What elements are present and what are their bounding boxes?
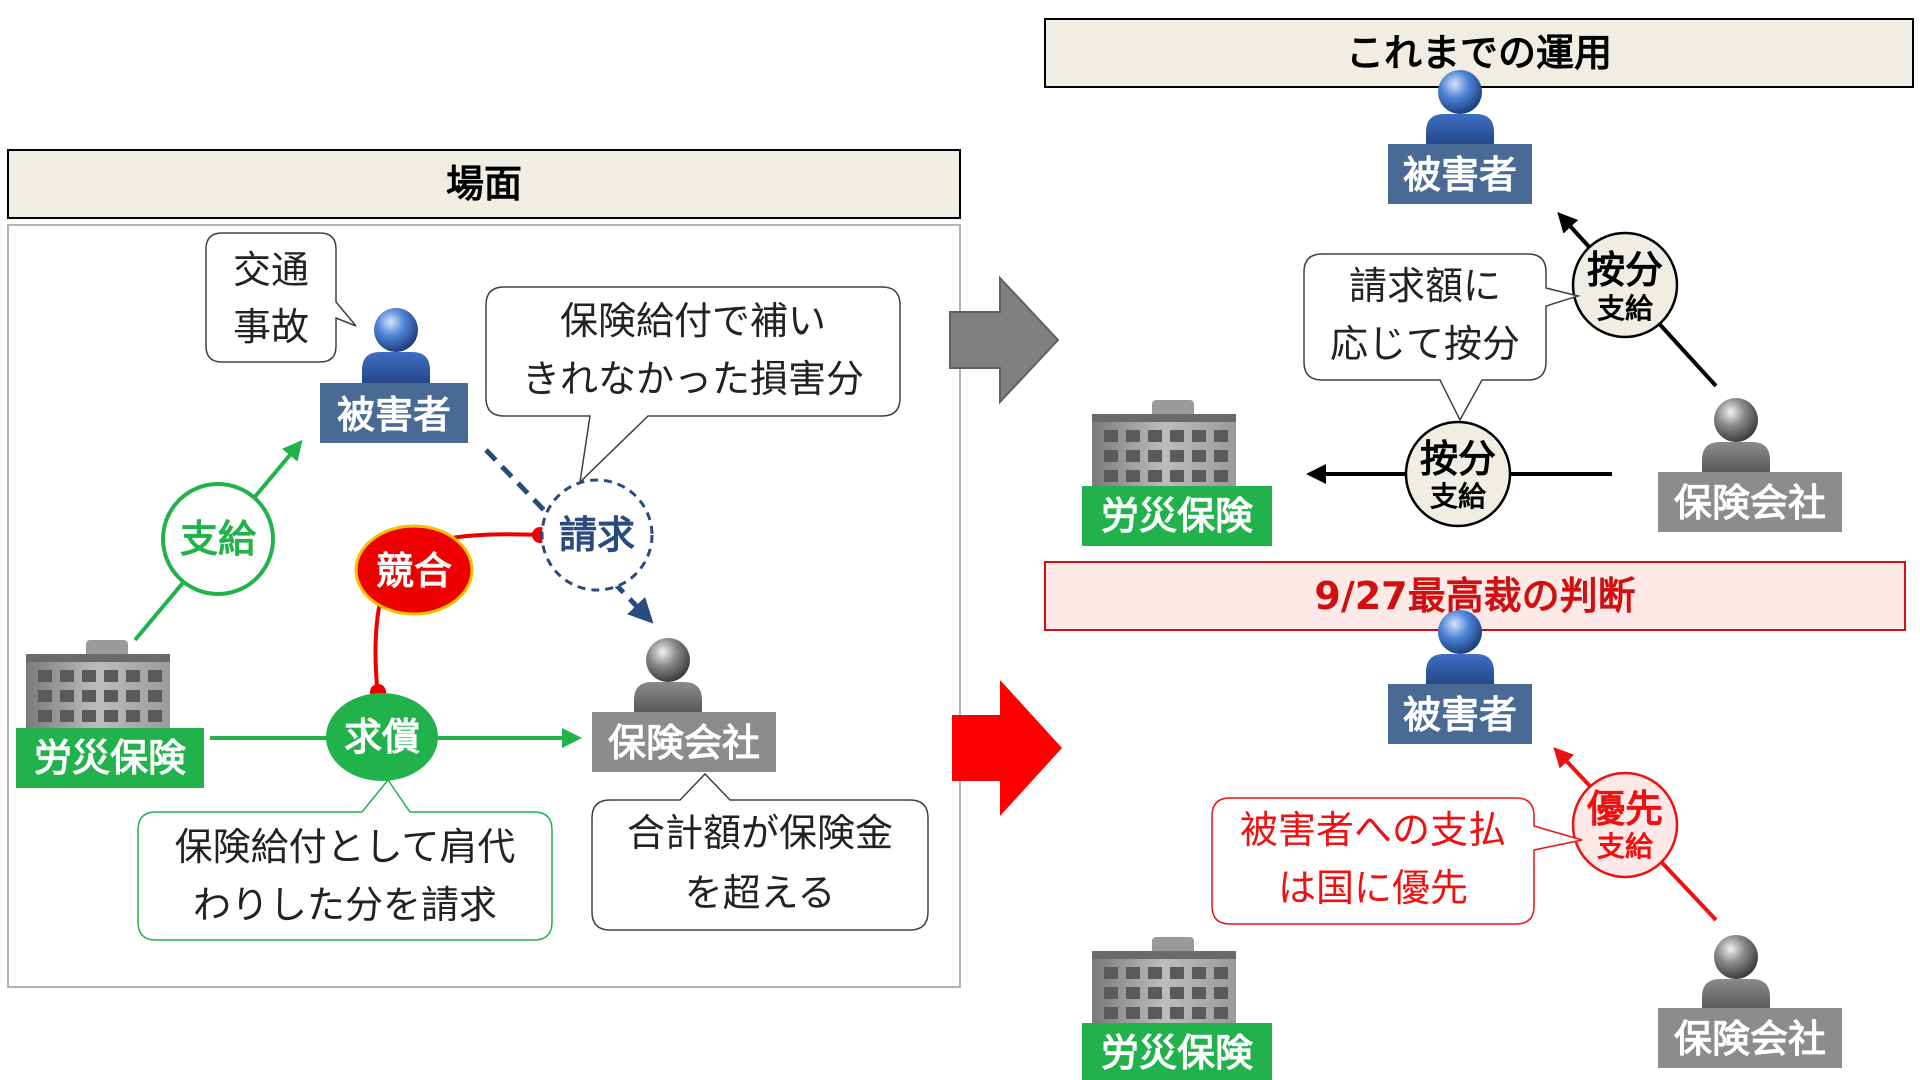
uncovered-damage-text: きれなかった損害分: [522, 357, 864, 401]
pro-rata-bubble-text: 応じて按分: [1330, 322, 1520, 366]
pro-rata-sub-label: 支給: [1597, 292, 1654, 325]
request-badge: [540, 478, 654, 592]
victim-label: 被害者: [1403, 153, 1517, 197]
reimbursement-badge: [326, 693, 438, 781]
pro-rata-label: 按分: [1420, 437, 1496, 481]
traffic-accident-text: 交通: [233, 248, 309, 292]
exceeds-bubble: [591, 772, 929, 931]
pro-rata-badge: [1404, 420, 1512, 528]
priority-bubble: [1211, 797, 1583, 925]
victim-label: 被害者: [1403, 693, 1517, 737]
uncovered-damage-bubble: [485, 286, 901, 485]
insurer-label: 保険会社: [1674, 481, 1826, 525]
priority-label: 優先: [1586, 787, 1663, 831]
subrogation-text: わりした分を請求: [193, 883, 497, 927]
workers-comp-label-box: [1082, 486, 1272, 546]
victim-label: 被害者: [337, 393, 451, 437]
previous-title: これまでの運用: [1346, 31, 1612, 75]
pro-rata-sub-label: 支給: [1430, 480, 1487, 513]
insurer-label-box: [592, 712, 776, 772]
priority-badge: [1571, 771, 1679, 879]
arrow-right-icon: [952, 680, 1062, 816]
victim-label-box: [1388, 144, 1532, 204]
scene-title: 場面: [446, 162, 522, 206]
payment-label: 支給: [180, 517, 257, 561]
insurer-label: 保険会社: [1674, 1017, 1826, 1061]
payment-badge: [161, 482, 275, 596]
workers-comp-label-box: [16, 728, 204, 788]
previous-panel: これまでの運用 被害者 按分 支給 請求額に 応じて按分 按分 支給 労災保険 …: [1044, 18, 1914, 546]
conflict-label: 競合: [376, 549, 452, 593]
arrow-right-icon: [949, 275, 1060, 405]
traffic-accident-bubble: [205, 232, 357, 363]
ruling-panel: 9/27最高裁の判断 被害者 優先 支給 被害者への支払 は国に優先 労災保険 …: [1044, 561, 1906, 1080]
priority-bubble-text: は国に優先: [1278, 866, 1468, 910]
workers-comp-label: 労災保険: [1101, 494, 1254, 538]
insurer-label-box: [1658, 472, 1842, 532]
pro-rata-badge: [1571, 231, 1679, 339]
scene-panel: 場面 交通 事故 被害者 保険給付で補い きれなかった損害分 支給 競合 請求: [7, 149, 961, 988]
pro-rata-bubble-text: 請求額に: [1349, 264, 1501, 308]
insurer-label-box: [1658, 1008, 1842, 1068]
exceeds-text: 合計額が保険金: [627, 811, 893, 855]
reimbursement-label: 求償: [344, 715, 420, 759]
workers-comp-label: 労災保険: [34, 736, 187, 780]
pro-rata-bubble: [1303, 253, 1581, 422]
request-label: 請求: [559, 513, 635, 557]
traffic-accident-text: 事故: [233, 305, 309, 349]
victim-label-box: [1388, 684, 1532, 744]
conflict-badge: [354, 524, 474, 616]
uncovered-damage-text: 保険給付で補い: [560, 299, 826, 343]
insurer-label: 保険会社: [608, 721, 760, 765]
subrogation-text: 保険給付として肩代: [175, 825, 516, 869]
priority-sub-label: 支給: [1597, 830, 1654, 863]
workers-comp-label: 労災保険: [1101, 1031, 1254, 1075]
workers-comp-label-box: [1082, 1023, 1272, 1080]
exceeds-text: を超える: [685, 871, 836, 915]
subrogation-bubble: [137, 778, 553, 941]
priority-bubble-text: 被害者への支払: [1240, 808, 1506, 852]
victim-label-box: [320, 383, 468, 443]
pro-rata-label: 按分: [1587, 248, 1663, 292]
ruling-title: 9/27最高裁の判断: [1314, 574, 1635, 618]
